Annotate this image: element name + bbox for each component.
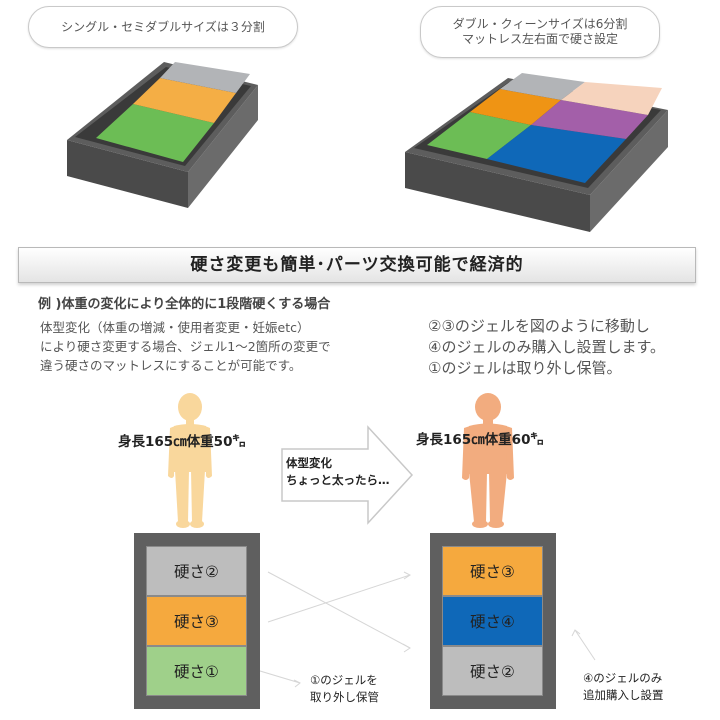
single-mattress-illustration	[67, 62, 258, 208]
swap-instruction-line3: ①のジェルは取り外し保管。	[428, 359, 622, 377]
mattress-before-gel-top: 硬さ②	[146, 546, 247, 596]
example-description-line1: 体型変化（体重の増減・使用者変更・妊娠etc）	[40, 320, 310, 335]
double-size-note-line2: マットレス左右面で硬さ設定	[461, 32, 618, 46]
mattress-before-gel-bottom-label: 硬さ①	[174, 663, 219, 681]
remove-gel-note: ①のジェルを 取り外し保管	[310, 672, 379, 706]
transition-arrow	[281, 425, 414, 525]
double-gel-gray	[500, 73, 585, 100]
mattress-after-gel-top: 硬さ③	[442, 546, 543, 596]
single-size-note-text: シングル・セミダブルサイズは３分割	[61, 19, 265, 34]
mattress-before-gel-bottom: 硬さ①	[146, 646, 247, 696]
single-gel-gray	[160, 62, 250, 93]
double-gel-dark-orange	[470, 89, 561, 125]
double-gel-peach	[561, 82, 662, 115]
double-size-note-line1: ダブル・クィーンサイズは6分割	[452, 17, 628, 31]
mattress-after-gel-middle-label: 硬さ④	[470, 613, 515, 631]
mattress-after-gel-bottom-label: 硬さ②	[470, 663, 515, 681]
person-after-figure	[462, 393, 514, 528]
swap-instructions: ②③のジェルを図のように移動し ④のジェルのみ購入し設置します。 ①のジェルは取…	[428, 316, 665, 379]
mattress-after-gel-middle: 硬さ④	[442, 596, 543, 646]
transition-label-line1: 体型変化	[286, 456, 332, 470]
double-gel-blue	[487, 125, 626, 183]
example-heading: 例 )体重の変化により全体的に1段階硬くする場合	[38, 297, 331, 312]
mattress-after-gel-bottom: 硬さ②	[442, 646, 543, 696]
remove-gel-note-line2: 取り外し保管	[310, 690, 379, 704]
double-gel-green	[427, 112, 531, 159]
transition-label: 体型変化 ちょっと太ったら…	[286, 455, 390, 489]
transition-label-line2: ちょっと太ったら…	[286, 473, 390, 487]
mattress-before-gel-top-label: 硬さ②	[174, 563, 219, 581]
example-description: 体型変化（体重の増減・使用者変更・妊娠etc） により硬さ変更する場合、ジェル1…	[40, 318, 331, 375]
remove-gel-note-line1: ①のジェルを	[310, 673, 378, 687]
double-gel-purple	[531, 100, 648, 139]
single-gel-orange	[133, 78, 236, 123]
example-description-line2: により硬さ変更する場合、ジェル1〜2箇所の変更で	[40, 339, 331, 354]
mattress-before: 硬さ② 硬さ③ 硬さ①	[134, 533, 260, 709]
mattress-after-gel-top-label: 硬さ③	[470, 563, 515, 581]
after-height-weight: 身長165㎝体重60㌔	[416, 432, 544, 448]
swap-instruction-line1: ②③のジェルを図のように移動し	[428, 317, 650, 335]
person-before-figure	[168, 393, 212, 528]
single-gel-green	[96, 104, 214, 162]
add-gel-note: ④のジェルのみ 追加購入し設置	[583, 670, 664, 704]
add-gel-note-line1: ④のジェルのみ	[583, 671, 663, 685]
before-height-weight: 身長165㎝体重50㌔	[118, 434, 246, 450]
double-size-note: ダブル・クィーンサイズは6分割 マットレス左右面で硬さ設定	[420, 6, 660, 58]
mattress-before-gel-middle-label: 硬さ③	[174, 613, 219, 631]
example-description-line3: 違う硬さのマットレスにすることが可能です。	[40, 358, 302, 373]
swap-instruction-line2: ④のジェルのみ購入し設置します。	[428, 338, 665, 356]
single-size-note: シングル・セミダブルサイズは３分割	[28, 6, 298, 48]
double-mattress-illustration	[405, 73, 668, 232]
mattress-before-gel-middle: 硬さ③	[146, 596, 247, 646]
feature-banner: 硬さ変更も簡単･パーツ交換可能で経済的	[18, 247, 696, 283]
mattress-after: 硬さ③ 硬さ④ 硬さ②	[430, 533, 556, 709]
feature-banner-title: 硬さ変更も簡単･パーツ交換可能で経済的	[190, 255, 524, 275]
add-gel-note-line2: 追加購入し設置	[583, 688, 664, 702]
